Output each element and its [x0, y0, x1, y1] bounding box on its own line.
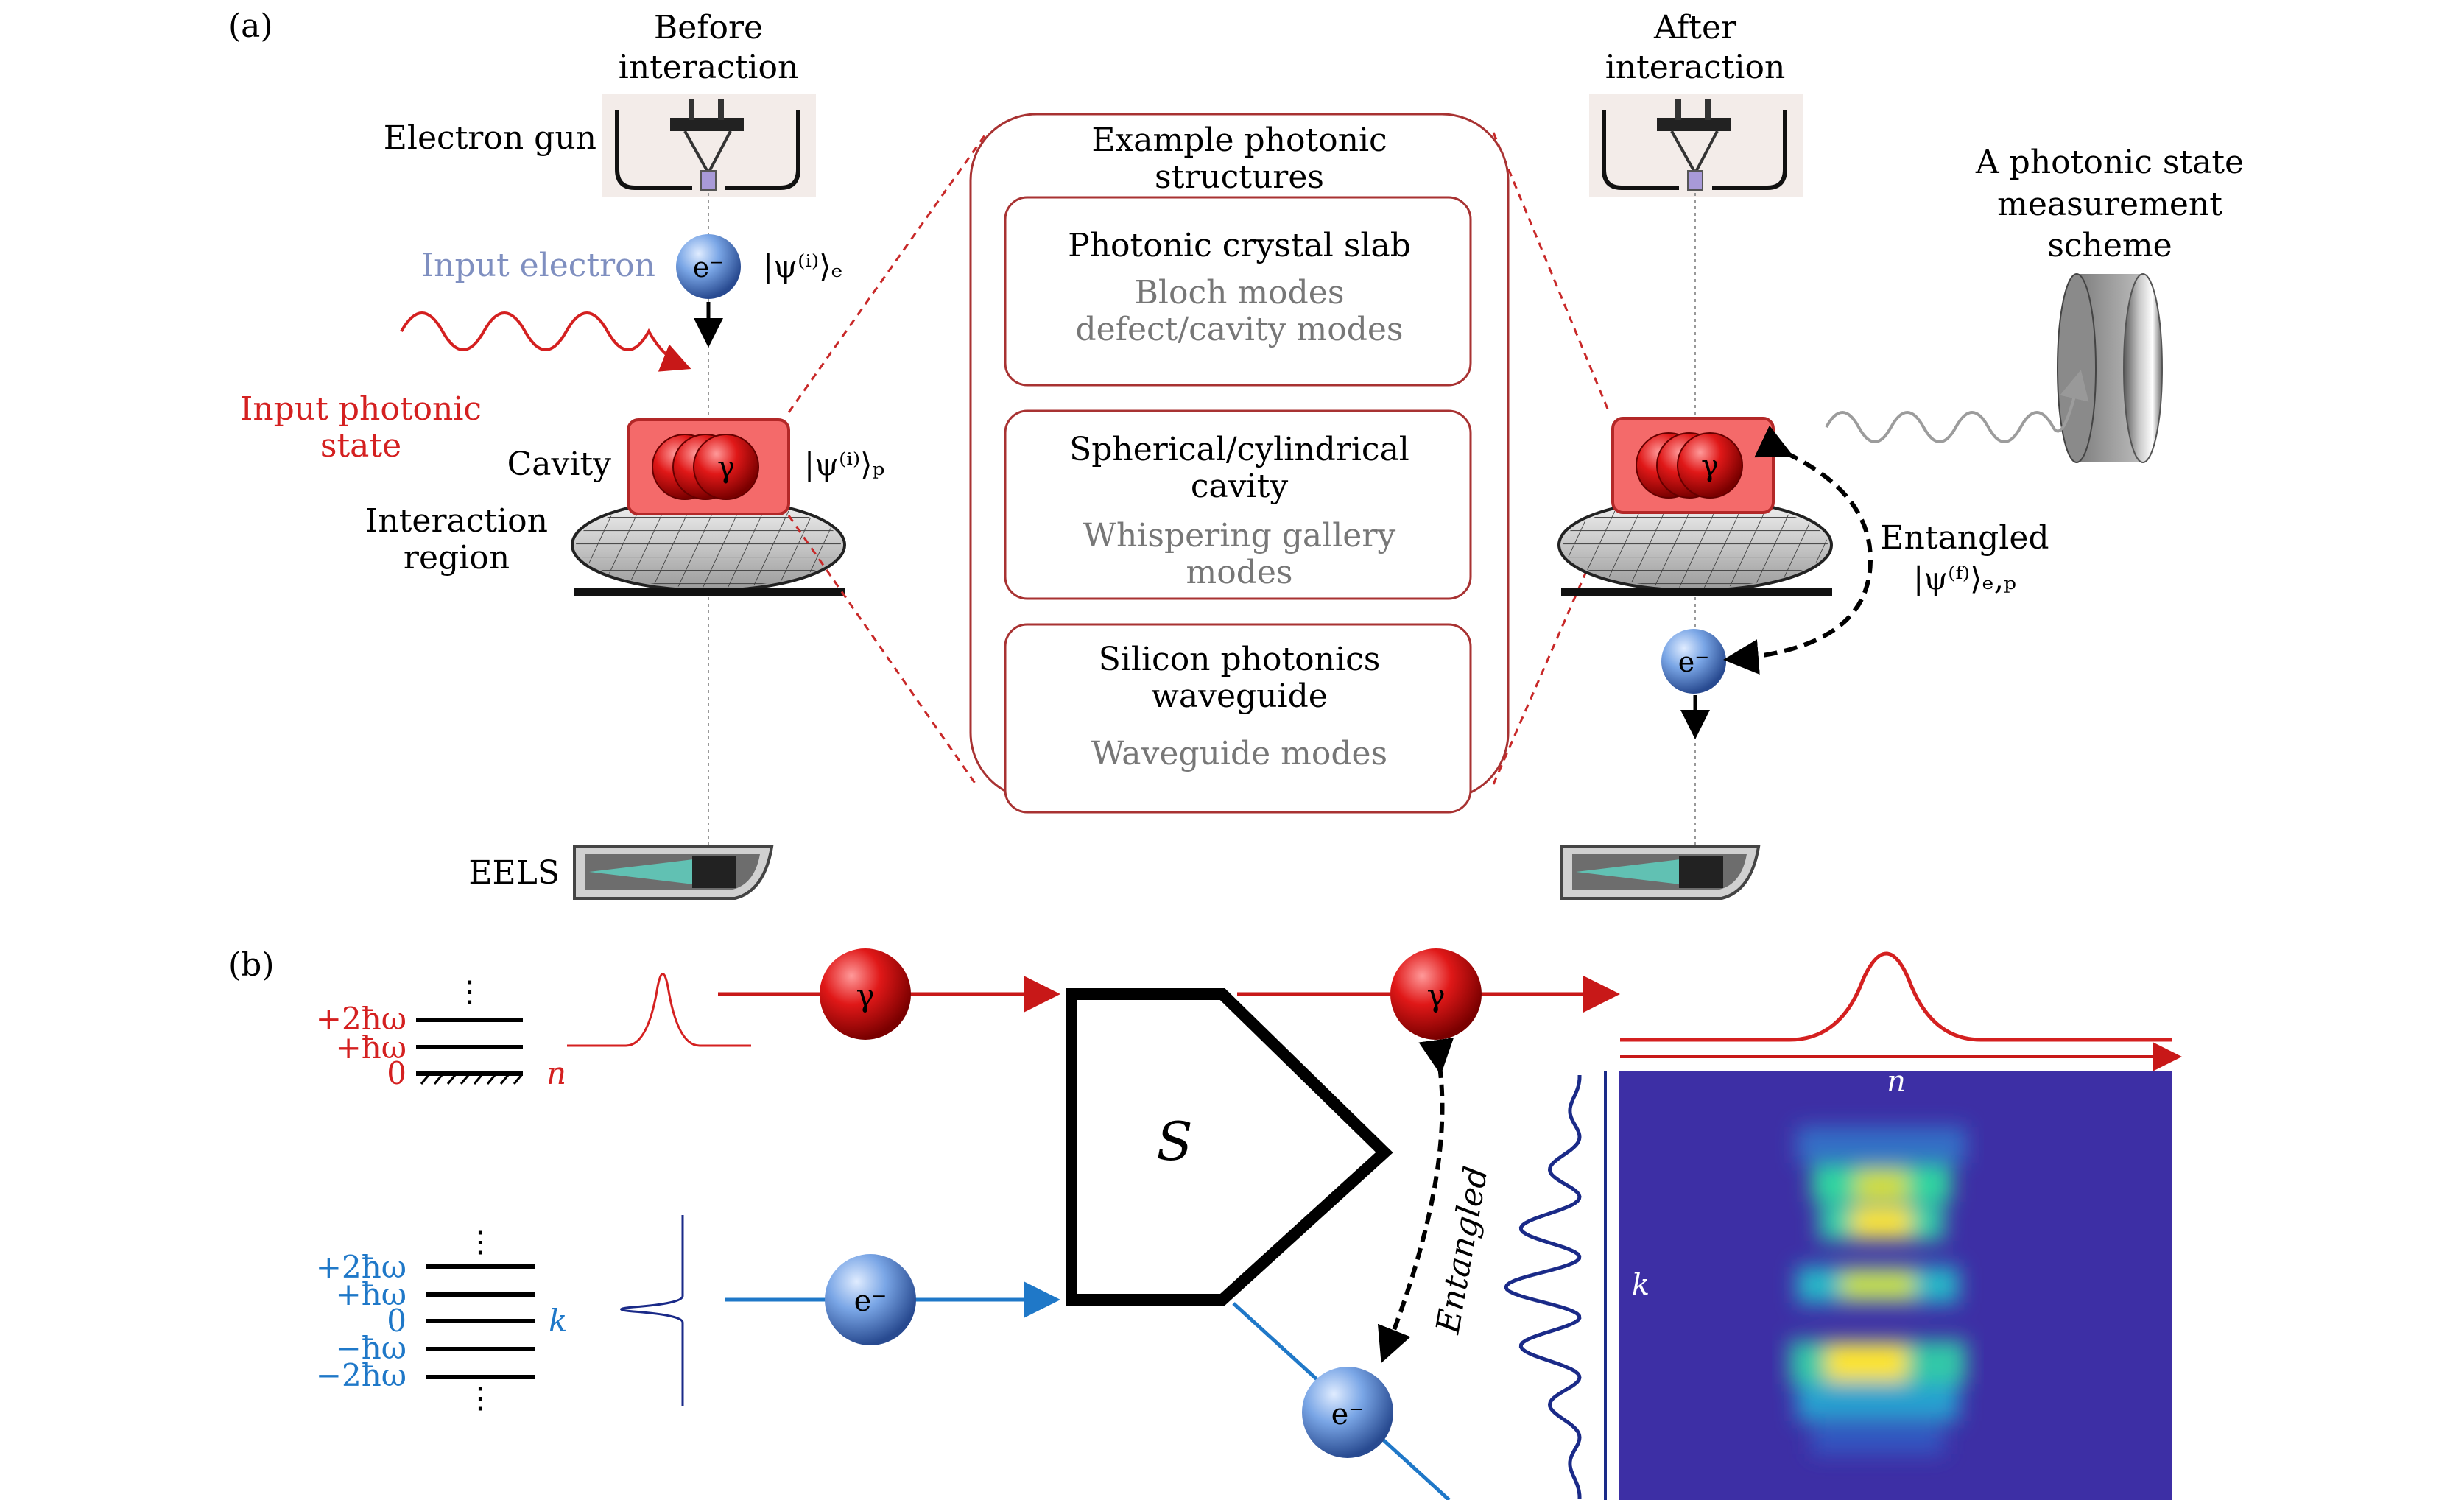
after-title-line1: After: [1653, 9, 1737, 46]
electron-axis-k: k: [549, 1303, 567, 1339]
electron-output-distribution: [1504, 1075, 1582, 1499]
heatmap-k-label: k: [1632, 1268, 1650, 1302]
joint-heatmap: [1619, 1071, 2172, 1500]
input-photonic-line2: state: [320, 427, 401, 465]
svg-text:Spherical/cylindrical: Spherical/cylindrical: [1069, 431, 1409, 468]
svg-text:Waveguide modes: Waveguide modes: [1091, 735, 1387, 772]
entanglement-arrow-b: [1377, 1038, 1454, 1364]
svg-text:waveguide: waveguide: [1151, 677, 1328, 715]
photon-level-2: +2ħω: [316, 1001, 406, 1037]
electron-input-distribution: [620, 1215, 684, 1406]
svg-text:γ: γ: [717, 451, 735, 485]
svg-text:e⁻: e⁻: [854, 1284, 887, 1318]
structures-title-line2: structures: [1155, 158, 1324, 196]
interaction-line1: Interaction: [365, 502, 548, 540]
svg-text:γ: γ: [1701, 449, 1719, 483]
svg-text:e⁻: e⁻: [693, 251, 725, 284]
svg-text:Photonic crystal slab: Photonic crystal slab: [1068, 227, 1411, 264]
photon-level-ladder: ⋮: [416, 975, 523, 1085]
interaction-line2: region: [404, 539, 510, 577]
photon-level-1: +ħω: [336, 1029, 407, 1066]
svg-text:Silicon photonics: Silicon photonics: [1099, 641, 1381, 678]
psi-f-label: |ψ⁽ᶠ⁾⟩ₑ,ₚ: [1913, 560, 2016, 596]
structure-box-silicon: Silicon photonics waveguide Waveguide mo…: [1004, 623, 1472, 814]
cavity-label: Cavity: [507, 446, 612, 483]
electron-gun-label: Electron gun: [384, 119, 596, 157]
svg-text:⋮: ⋮: [465, 1381, 495, 1415]
panel-b-label: (b): [228, 946, 275, 984]
input-photonic-line1: Input photonic: [240, 390, 482, 428]
svg-text:γ: γ: [856, 977, 874, 1013]
electron-level-m1: −ħω: [336, 1330, 407, 1366]
output-electron-ball: e⁻: [1661, 629, 1726, 694]
svg-text:⋮: ⋮: [455, 975, 485, 1009]
eels-detector-right: [1560, 845, 1761, 900]
after-title-line2: interaction: [1605, 49, 1786, 86]
svg-text:modes: modes: [1186, 554, 1293, 591]
interaction-slab-left: [571, 498, 846, 596]
input-photon-wave-icon: [400, 311, 691, 372]
measurement-line2: measurement: [1997, 186, 2222, 223]
electron-level-0: 0: [387, 1303, 406, 1339]
electron-gun-right-icon: [1589, 94, 1803, 197]
heatmap-n-label: n: [1887, 1065, 1906, 1099]
photon-input-ball: γ: [820, 948, 911, 1040]
photon-input-distribution: [567, 973, 751, 1047]
svg-text:γ: γ: [1426, 977, 1445, 1013]
svg-text:Bloch modes: Bloch modes: [1135, 274, 1345, 311]
electron-input-ball: e⁻: [825, 1254, 916, 1345]
psi-p-label: |ψ⁽ⁱ⁾⟩ₚ: [804, 446, 884, 482]
structures-title-line1: Example photonic: [1091, 122, 1387, 159]
electron-gun-icon: [602, 94, 816, 197]
photon-axis-n: n: [546, 1055, 566, 1091]
scattering-operator: [1066, 988, 1393, 1306]
electron-level-m2: −2ħω: [316, 1357, 406, 1393]
entangled-label-b: Entangled: [1429, 1163, 1496, 1337]
electron-level-p2: +2ħω: [316, 1249, 406, 1285]
svg-text:defect/cavity modes: defect/cavity modes: [1075, 311, 1403, 348]
output-photon-wave-icon: [1825, 370, 2089, 443]
entangled-label-a: Entangled: [1880, 519, 2049, 557]
panel-a-label: (a): [228, 7, 273, 45]
svg-text:e⁻: e⁻: [1678, 646, 1710, 678]
cavity-right: γ: [1611, 417, 1775, 514]
structure-box-spherical: Spherical/cylindrical cavity Whispering …: [1004, 409, 1472, 600]
scattering-label: S: [1156, 1110, 1192, 1172]
svg-text:⋮: ⋮: [465, 1225, 495, 1259]
electron-level-ladder: ⋮ ⋮: [426, 1225, 535, 1415]
detector-cylinder-icon: [2057, 273, 2163, 463]
structure-box-crystal: Photonic crystal slab Bloch modes defect…: [1004, 196, 1472, 387]
eels-label: EELS: [468, 854, 560, 892]
svg-text:e⁻: e⁻: [1331, 1398, 1365, 1432]
electron-level-p1: +ħω: [336, 1276, 407, 1312]
before-title-line2: interaction: [619, 49, 799, 86]
electron-output-ball: e⁻: [1302, 1367, 1393, 1458]
before-title-line1: Before: [654, 9, 763, 46]
eels-detector-left: [573, 845, 774, 900]
psi-e-label: |ψ⁽ⁱ⁾⟩ₑ: [763, 248, 843, 284]
photon-level-0: 0: [387, 1055, 406, 1091]
measurement-line3: scheme: [2047, 227, 2172, 264]
svg-text:Whispering gallery: Whispering gallery: [1083, 517, 1396, 554]
input-electron-label: Input electron: [421, 247, 655, 284]
svg-text:cavity: cavity: [1191, 468, 1288, 505]
photon-output-distribution: [1620, 951, 2172, 1042]
photon-output-ball: γ: [1390, 948, 1482, 1040]
entanglement-arrow-a: [1723, 425, 1873, 675]
cavity-left: γ: [627, 418, 790, 515]
input-electron-ball: e⁻: [676, 234, 741, 299]
measurement-line1: A photonic state: [1975, 144, 2244, 181]
